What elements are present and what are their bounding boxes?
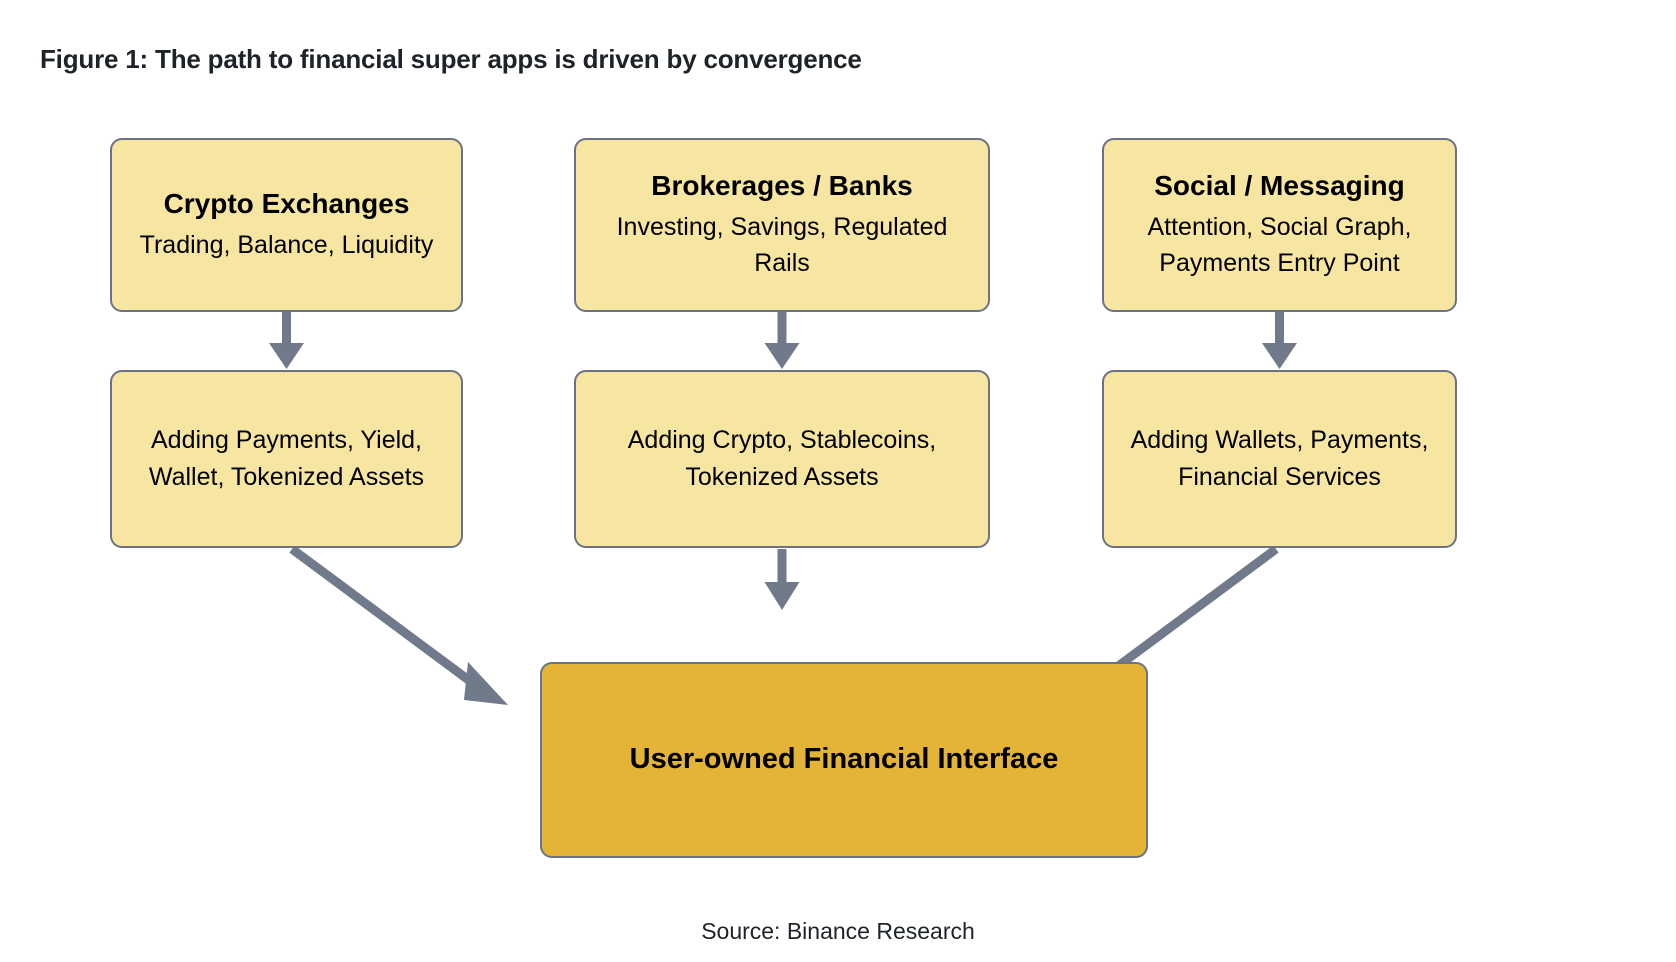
node-user-owned-financial-interface[interactable]: User-owned Financial Interface (540, 662, 1148, 858)
node-social-messaging-title: Social / Messaging (1154, 169, 1405, 201)
node-brokerages-banks-evolution[interactable]: Adding Crypto, Stablecoins, Tokenized As… (574, 370, 990, 548)
node-social-messaging-evolution-text: Adding Wallets, Payments, Financial Serv… (1130, 425, 1429, 492)
node-crypto-exchanges-evolution-text: Adding Payments, Yield, Wallet, Tokenize… (148, 425, 425, 492)
node-user-owned-financial-interface-title: User-owned Financial Interface (629, 743, 1059, 776)
figure-title: Figure 1: The path to financial super ap… (40, 44, 862, 74)
node-crypto-exchanges[interactable]: Crypto Exchanges Trading, Balance, Liqui… (110, 138, 463, 312)
node-social-messaging[interactable]: Social / Messaging Attention, Social Gra… (1102, 138, 1457, 312)
arrow-brokerages-banks-down (764, 312, 800, 369)
arrow-crypto-evolve-to-convergence (289, 545, 508, 705)
node-social-messaging-subtitle: Attention, Social Graph, Payments Entry … (1147, 212, 1412, 278)
node-brokerages-banks-title: Brokerages / Banks (651, 169, 913, 201)
node-brokerages-banks[interactable]: Brokerages / Banks Investing, Savings, R… (574, 138, 990, 312)
arrow-crypto-exchanges-down (269, 312, 304, 369)
node-crypto-exchanges-evolution[interactable]: Adding Payments, Yield, Wallet, Tokenize… (110, 370, 463, 548)
node-crypto-exchanges-title: Crypto Exchanges (163, 187, 410, 219)
node-brokerages-banks-evolution-text: Adding Crypto, Stablecoins, Tokenized As… (627, 425, 937, 492)
node-social-messaging-evolution[interactable]: Adding Wallets, Payments, Financial Serv… (1102, 370, 1457, 548)
node-brokerages-banks-subtitle: Investing, Savings, Regulated Rails (616, 212, 948, 278)
arrow-social-messaging-down (1262, 312, 1297, 369)
arrow-brokerages-evolve-to-convergence (764, 549, 800, 610)
source-note: Source: Binance Research (701, 918, 975, 944)
node-crypto-exchanges-subtitle: Trading, Balance, Liquidity (139, 230, 434, 259)
